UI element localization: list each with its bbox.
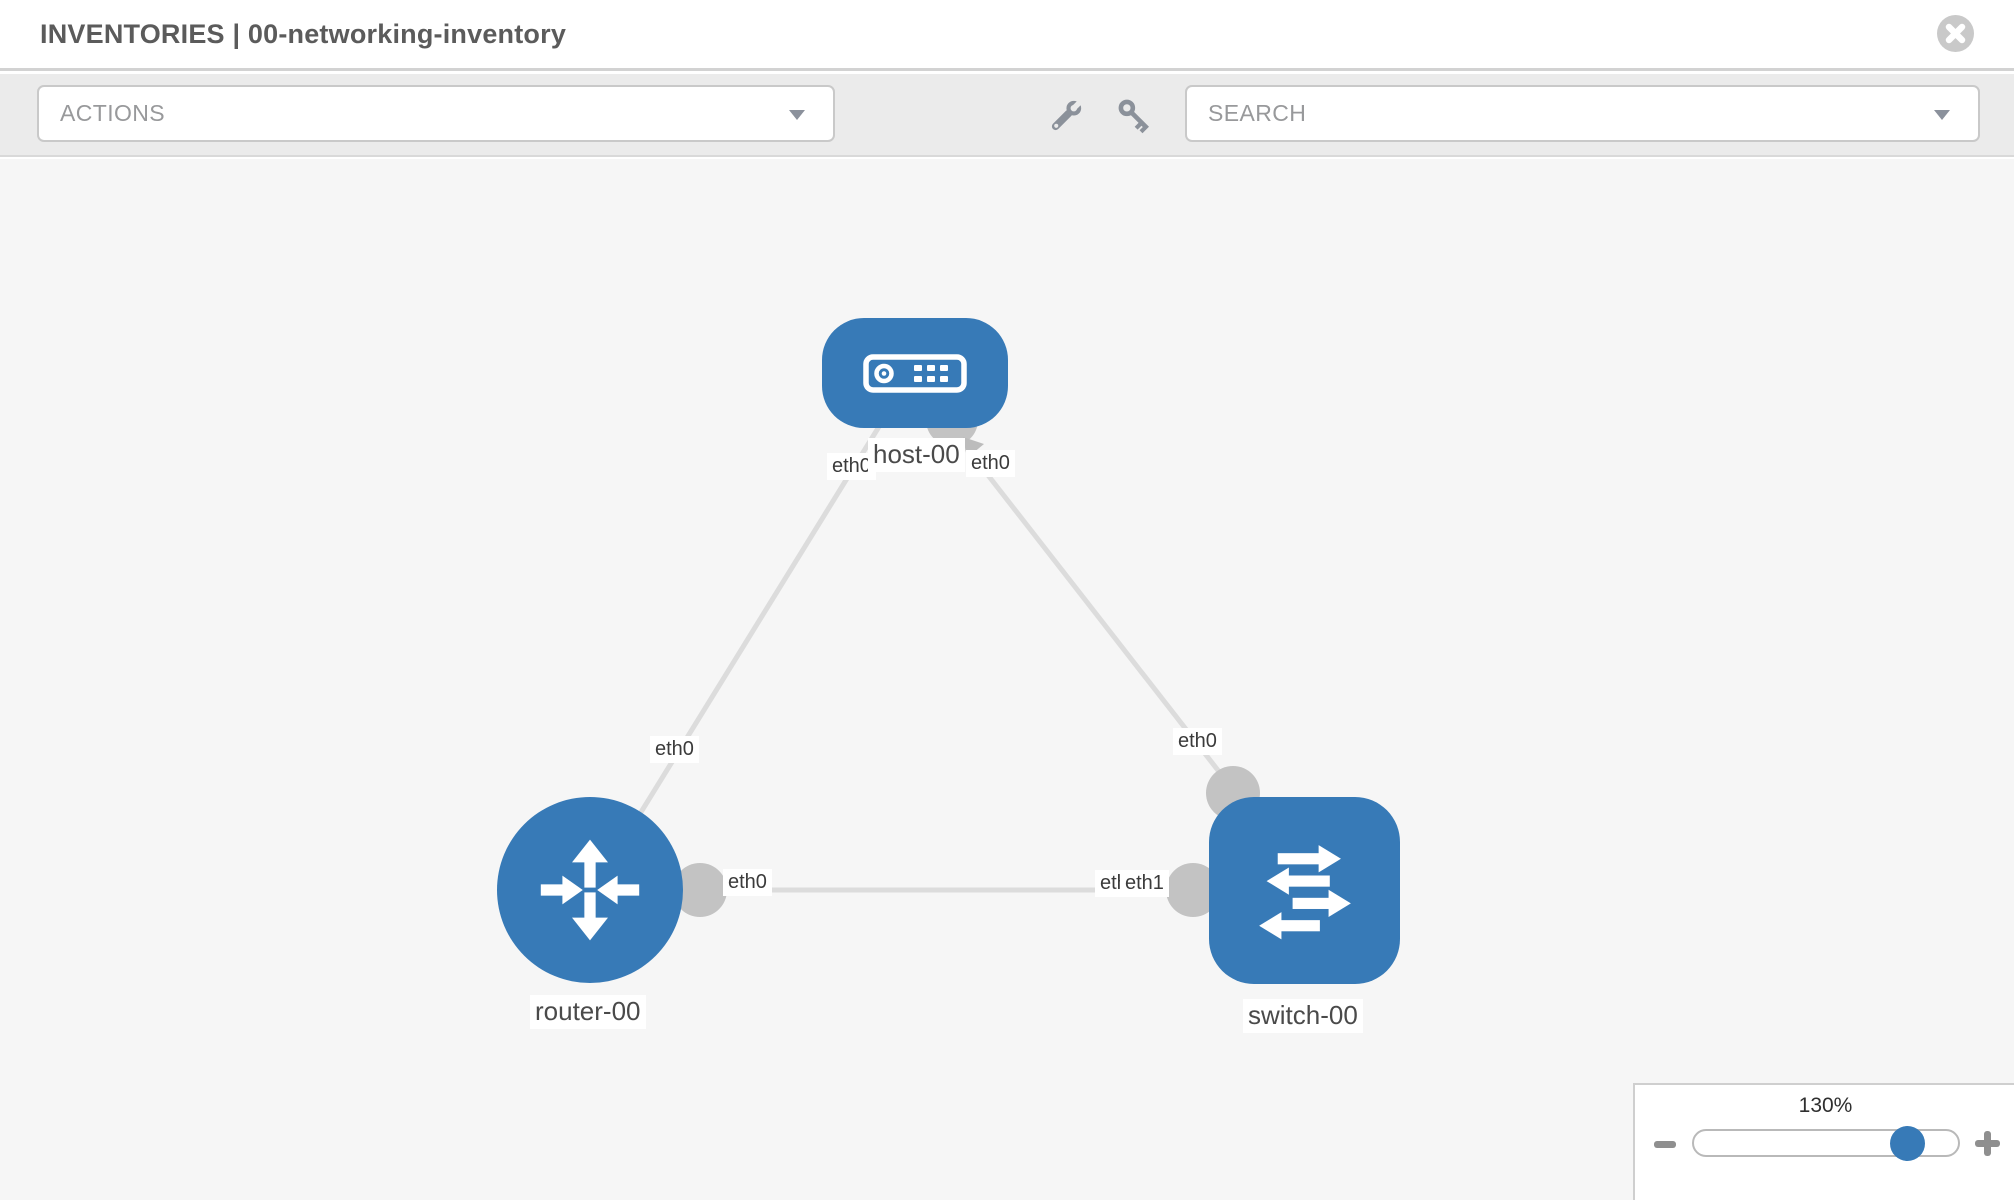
node-label-switch: switch-00 [1243,999,1363,1033]
iface-label-host-eth0-right: eth0 [966,450,1015,477]
search-dropdown[interactable]: SEARCH [1185,85,1980,142]
page-title: INVENTORIES | 00-networking-inventory [40,18,567,49]
actions-dropdown[interactable]: ACTIONS [37,85,835,142]
zoom-level: 130% [1798,1094,1853,1117]
iface-label-host-switch-eth0: eth0 [1173,728,1222,755]
toolbar: ACTIONS SEARCH [0,74,2014,157]
iface-label-host-router-eth0: eth0 [650,736,699,763]
node-label-host: host-00 [868,438,965,472]
node-host-00[interactable] [822,318,1008,428]
iface-label-host-eth0-left: eth0 [827,453,876,480]
close-icon [1945,23,1966,44]
wrench-icon [1051,99,1083,131]
zoom-in-button[interactable] [1967,1123,2007,1163]
node-router-00[interactable] [497,797,683,983]
link-host-router[interactable] [627,423,883,832]
close-button[interactable] [1937,15,1974,52]
switch-icon [1258,844,1351,939]
node-label-router: router-00 [530,995,646,1029]
minus-icon [1654,1140,1676,1148]
iface-label-switch-eth1: eth1 [1120,870,1169,897]
zoom-out-button[interactable] [1647,1129,1683,1159]
topology-canvas[interactable] [0,159,2014,1200]
search-placeholder: SEARCH [1208,100,1307,126]
plus-icon [1984,1131,1991,1156]
configure-button[interactable] [1041,91,1091,141]
router-icon [540,839,640,941]
chevron-down-icon [1934,109,1950,120]
server-icon [863,354,967,393]
credentials-button[interactable] [1110,91,1160,141]
node-switch-00[interactable] [1209,797,1400,984]
window-header: INVENTORIES | 00-networking-inventory [0,0,2014,71]
zoom-slider-thumb[interactable] [1890,1126,1925,1161]
iface-label-router-eth0: eth0 [723,869,772,896]
zoom-slider-track[interactable] [1692,1126,1960,1161]
actions-dropdown-label: ACTIONS [60,100,166,126]
key-icon [1118,99,1149,134]
chevron-down-icon [789,109,805,120]
zoom-panel: 130% [1633,1083,2014,1200]
